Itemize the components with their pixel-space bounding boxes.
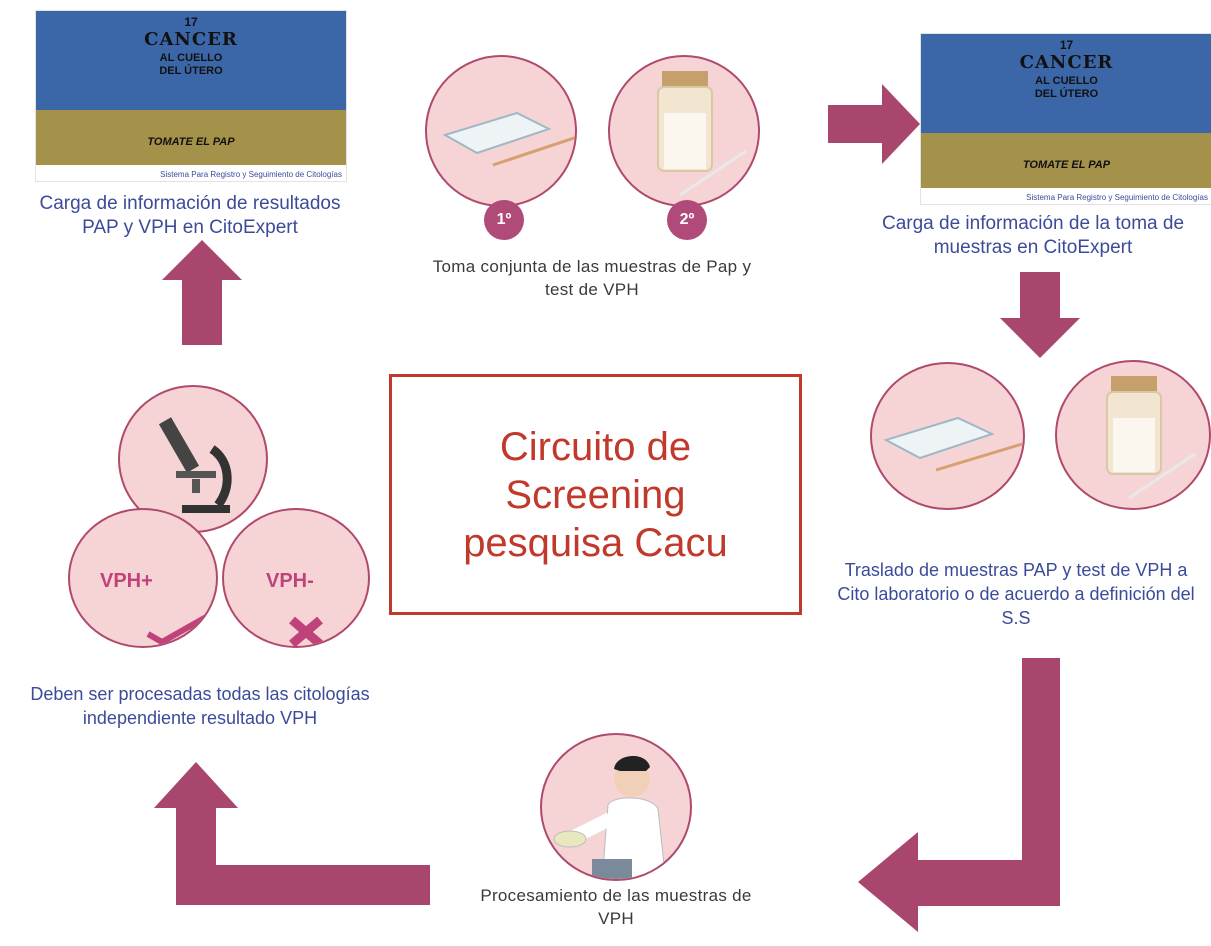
microscope-icon <box>158 417 232 513</box>
cross-icon <box>289 616 323 646</box>
poster-title: CANCER <box>1019 52 1114 73</box>
step3-text: Traslado de muestras PAP y test de VPH a… <box>837 560 1195 628</box>
poster-slogan: TOMATE EL PAP <box>1022 159 1111 171</box>
poster-subtitle-1: AL CUELLO <box>1035 75 1098 87</box>
lab-technician-circle <box>540 733 692 881</box>
arrow-bend-bottom-left <box>154 762 430 905</box>
poster-number: 17 <box>1059 38 1074 52</box>
lab-technician-icon <box>553 755 667 879</box>
center-title-line1: Circuito de <box>499 424 692 469</box>
vial-icon <box>1106 376 1196 500</box>
step6-text: Carga de información de resultados PAP y… <box>39 193 341 238</box>
slide-sample-circle <box>425 55 577 207</box>
poster-title: CANCER <box>144 29 238 50</box>
vph-negative-label: VPH- <box>266 570 314 592</box>
center-title-box: Circuito de Screening pesquisa Cacu <box>389 374 802 615</box>
step2-text: Carga de información de la toma de muest… <box>881 213 1185 258</box>
slide-transport-circle <box>870 362 1025 510</box>
vph-negative-circle: VPH- <box>222 508 370 648</box>
citoexpert-poster-left: 17 CANCER AL CUELLO DEL ÚTERO TOMATE EL … <box>35 10 347 182</box>
poster-number: 17 <box>184 15 198 29</box>
check-icon <box>146 613 210 646</box>
vph-positive-label: VPH+ <box>100 570 153 592</box>
step4-text: Procesamiento de las muestras de VPH <box>480 886 752 928</box>
badge-step-2: 2º <box>667 200 707 240</box>
poster-subtitle-2: DEL ÚTERO <box>159 65 223 77</box>
step5-text: Deben ser procesadas todas las citología… <box>30 684 370 728</box>
poster-caption: Sistema Para Registro y Seguimiento de C… <box>160 170 342 179</box>
poster-subtitle-1: AL CUELLO <box>159 52 223 64</box>
step1-text: Toma conjunta de las muestras de Pap y t… <box>432 257 752 299</box>
center-title-line3: pesquisa Cacu <box>463 520 728 565</box>
vial-sample-circle <box>608 55 760 207</box>
poster-caption: Sistema Para Registro y Seguimiento de C… <box>1026 193 1208 202</box>
arrow-bend-bottom-right <box>858 658 1060 932</box>
badge-step-1: 1º <box>484 200 524 240</box>
arrow-right-top <box>828 84 920 164</box>
arrow-down-right <box>1000 272 1080 358</box>
slide-icon <box>883 416 1023 472</box>
slide-icon <box>442 111 575 167</box>
vph-positive-circle: VPH+ <box>68 508 218 648</box>
vial-transport-circle <box>1055 360 1211 510</box>
vial-icon <box>657 71 747 197</box>
poster-slogan: TOMATE EL PAP <box>147 136 235 148</box>
citoexpert-poster-right: 17 CANCER AL CUELLO DEL ÚTERO TOMATE EL … <box>920 33 1211 205</box>
poster-subtitle-2: DEL ÚTERO <box>1034 88 1099 100</box>
center-title-line2: Screening <box>505 472 686 517</box>
arrow-up-left <box>162 240 242 345</box>
